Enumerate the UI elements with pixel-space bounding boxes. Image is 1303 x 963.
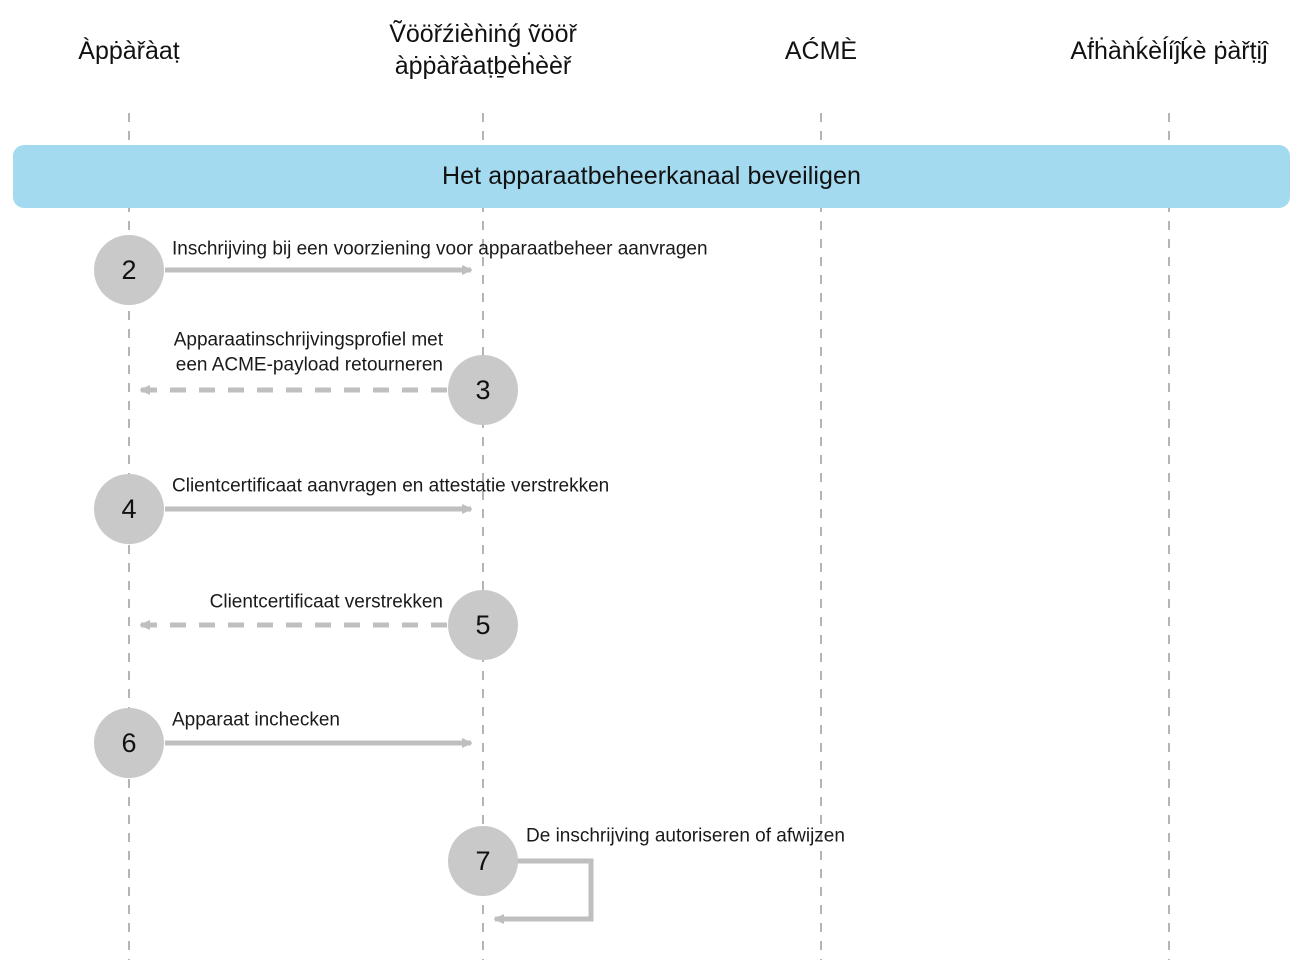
step-badge-7: 7 bbox=[448, 826, 518, 896]
message-label-2: Inschrijving bij een voorziening voor ap… bbox=[172, 238, 708, 260]
lifeline-layer bbox=[128, 113, 1170, 960]
step-badge-number: 4 bbox=[121, 493, 137, 524]
step-badge-number: 6 bbox=[121, 727, 137, 758]
step-badge-number: 3 bbox=[475, 374, 491, 405]
message-label-7: De inschrijving autoriseren of afwijzen bbox=[526, 825, 845, 847]
step-badge-number: 7 bbox=[475, 845, 491, 876]
step-badge-6: 6 bbox=[94, 708, 164, 778]
step-badge-number: 2 bbox=[121, 254, 137, 285]
lane-header-relying: Aḟḣàǹḱèĺíĵḱè ṗàřṭịĵ bbox=[1070, 37, 1268, 65]
step-badge-3: 3 bbox=[448, 355, 518, 425]
message-label-5: Clientcertificaat verstrekken bbox=[209, 591, 443, 613]
message-label-3: Apparaatinschrijvingsprofiel met een ACM… bbox=[173, 329, 443, 376]
step-badge-5: 5 bbox=[448, 590, 518, 660]
step-badge-number: 5 bbox=[475, 609, 491, 640]
phase-banner-label: Het apparaatbeheerkanaal beveiligen bbox=[441, 162, 862, 190]
message-arrow-7 bbox=[495, 858, 594, 919]
step-badge-4: 4 bbox=[94, 474, 164, 544]
phase-banner: Het apparaatbeheerkanaal beveiligen bbox=[13, 145, 1290, 208]
step-badge-2: 2 bbox=[94, 235, 164, 305]
lane-header-voorziening: Ṽööřźièǹiṅǵ ṽööř àṗṗàřàaṭḇèḣèèř bbox=[389, 20, 577, 80]
message-arrow-layer bbox=[141, 270, 594, 919]
lane-header-apparaat: Àpṗàřàaṭ bbox=[78, 37, 180, 65]
lane-header-acme: AĆMÈ bbox=[784, 37, 858, 65]
message-label-4: Clientcertificaat aanvragen en attestati… bbox=[172, 475, 610, 497]
message-label-6: Apparaat inchecken bbox=[172, 709, 340, 731]
